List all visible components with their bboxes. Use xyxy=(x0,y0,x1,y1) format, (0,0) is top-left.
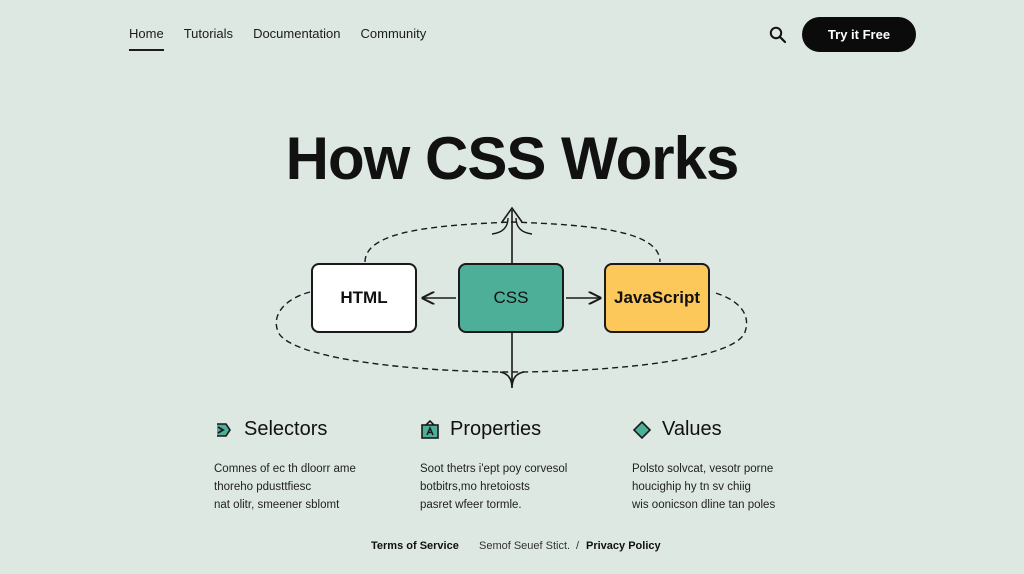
footer-separator: / xyxy=(576,540,580,552)
nav-item-community[interactable]: Community xyxy=(360,26,427,41)
diamond-icon xyxy=(632,420,652,439)
top-arrowhead xyxy=(501,206,523,223)
search-icon[interactable] xyxy=(768,25,788,45)
nav-item-documentation[interactable]: Documentation xyxy=(253,26,341,41)
bottom-arrowhead xyxy=(499,371,525,389)
javascript-node: JavaScript xyxy=(604,263,710,333)
css-node: CSS xyxy=(458,263,564,333)
footer-note: Semof Seuef Stict. xyxy=(479,540,571,552)
page-title: How CSS Works xyxy=(285,125,740,192)
nav-item-tutorials[interactable]: Tutorials xyxy=(183,26,234,41)
feature-description: Comnes of ec th dloorr ame thoreho pdust… xyxy=(214,463,356,511)
main-nav: Home Tutorials Documentation Community xyxy=(129,26,427,51)
feature-properties: Properties Soot thetrs i'ept poy corveso… xyxy=(420,418,620,514)
feature-description: Soot thetrs i'ept poy corvesol botbitrs,… xyxy=(420,463,568,511)
feature-description: Polsto solvcat, vesotr porne houcighip h… xyxy=(632,463,776,511)
feature-title: Properties xyxy=(450,418,542,440)
selector-icon xyxy=(217,422,231,437)
nav-item-home[interactable]: Home xyxy=(129,26,164,51)
try-free-button[interactable]: Try it Free xyxy=(802,17,916,52)
terms-link[interactable]: Terms of Service xyxy=(371,540,459,552)
top-brace-left xyxy=(491,217,509,235)
feature-values: Values Polsto solvcat, vesotr porne houc… xyxy=(632,418,832,514)
feature-selectors: Selectors Comnes of ec th dloorr ame tho… xyxy=(214,418,414,514)
privacy-link[interactable]: Privacy Policy xyxy=(586,540,661,552)
outer-dashed-loop xyxy=(275,291,748,373)
feature-title: Values xyxy=(662,418,722,440)
html-node: HTML xyxy=(311,263,417,333)
properties-icon xyxy=(421,419,439,439)
top-brace-right xyxy=(515,217,533,235)
feature-title: Selectors xyxy=(244,418,328,440)
